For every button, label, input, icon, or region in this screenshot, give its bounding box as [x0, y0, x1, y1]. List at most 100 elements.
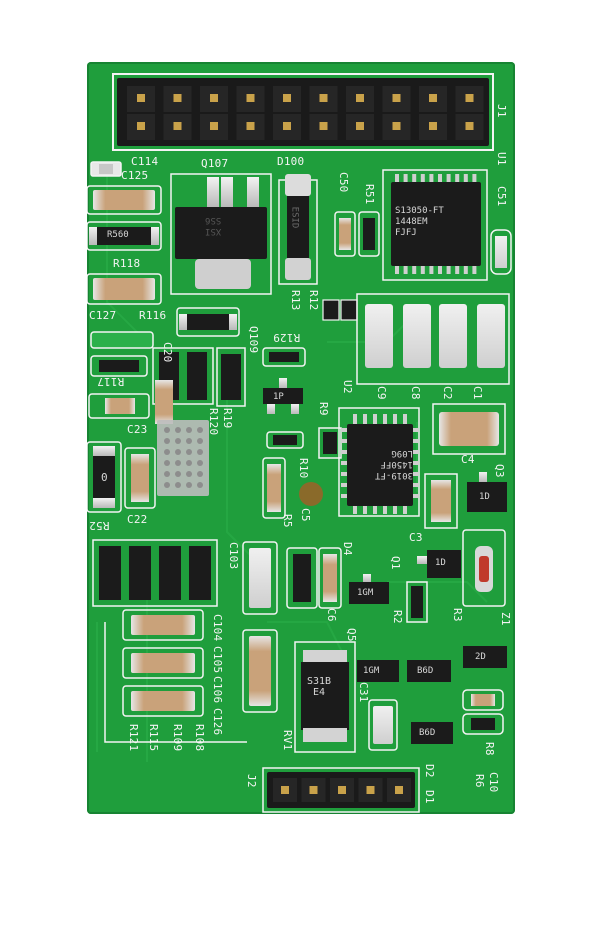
j1-pin — [356, 94, 364, 102]
test-pad-dot — [164, 449, 170, 455]
label-c1: C1 — [471, 386, 484, 400]
label-r8: R8 — [483, 742, 496, 756]
test-pad-dot — [186, 482, 192, 488]
u1-leg — [463, 264, 468, 274]
j1-pin — [392, 94, 401, 102]
u1-leg — [455, 174, 460, 184]
label-q3: Q3 — [493, 464, 506, 478]
test-pad-dot — [175, 449, 181, 455]
caps-c9-c1 — [356, 293, 510, 385]
j1-pin — [319, 122, 328, 130]
label-r117: R117 — [97, 375, 125, 388]
j1-pin — [356, 122, 364, 130]
test-pad-dot — [164, 438, 170, 444]
u2-leg — [411, 483, 419, 487]
j1-pin — [246, 122, 255, 130]
label-q5: Q5 — [345, 628, 358, 642]
j1-pin — [210, 122, 218, 130]
label-r3: R3 — [451, 608, 464, 622]
label-c105: C105 — [211, 646, 224, 674]
test-pad-dot — [175, 427, 181, 433]
j1-pin — [465, 122, 474, 130]
label-c103: C103 — [227, 542, 240, 570]
test-pad-dot — [197, 427, 203, 433]
u1-leg — [472, 264, 477, 274]
label-d2: D2 — [423, 764, 436, 778]
j1-pin — [283, 122, 291, 130]
u1-leg — [395, 174, 399, 184]
test-pad-dot — [186, 438, 192, 444]
q5b-marking: 1GM — [363, 666, 380, 676]
label-c20: C20 — [161, 342, 174, 363]
label-r129: R129 — [273, 331, 301, 344]
label-c31: C31 — [357, 682, 370, 703]
u1-leg — [420, 264, 425, 274]
j1-pin — [392, 122, 401, 130]
u1-leg — [455, 264, 460, 274]
j2-pin — [338, 786, 346, 794]
u2-leg — [353, 506, 357, 514]
j1-pin — [210, 94, 218, 102]
label-c50: C50 — [337, 172, 350, 193]
label-q109: Q109 — [247, 326, 260, 354]
q109-marking: 1P — [273, 392, 284, 402]
label-u1: U1 — [495, 152, 508, 166]
j2-pin — [281, 786, 289, 794]
u1-marking: S13050-FT 1448EM FJFJ — [395, 206, 444, 238]
test-pad-dot — [186, 460, 192, 466]
label-c10: C10 — [487, 772, 500, 793]
j1-pin — [246, 94, 255, 102]
label-c9: C9 — [375, 386, 388, 400]
caps-c104-c126 — [122, 609, 204, 717]
label-c126: C126 — [211, 708, 224, 736]
u2-leg — [341, 450, 349, 454]
u2-leg — [411, 450, 419, 454]
u1-leg — [420, 174, 425, 184]
u1-leg — [438, 264, 442, 274]
label-c114: C114 — [131, 155, 159, 168]
j1-pin — [173, 122, 182, 130]
u2-leg — [411, 461, 419, 465]
d100-diode — [278, 174, 318, 285]
q1-marking: 1D — [435, 558, 446, 568]
test-pad-dot — [164, 471, 170, 477]
u2-leg — [353, 414, 357, 424]
u1-leg — [472, 174, 477, 184]
test-pad-dot — [164, 482, 170, 488]
label-c2: C2 — [441, 386, 454, 400]
label-r115: R115 — [147, 724, 160, 752]
label-c6: C6 — [325, 608, 338, 622]
label-r2: R2 — [391, 610, 404, 624]
u2-leg — [363, 414, 367, 424]
test-pad-dot — [186, 449, 192, 455]
label-c104: C104 — [211, 614, 224, 642]
label-c127: C127 — [89, 309, 117, 322]
u2-marking: 3019-FT 1450FF L09G — [375, 448, 413, 480]
j1-pin — [137, 94, 145, 102]
u1-leg — [446, 174, 451, 184]
j2-pin — [395, 786, 403, 794]
q107-transistor — [170, 173, 272, 295]
u1-leg — [429, 264, 434, 274]
d1-marking: S31B E4 — [307, 676, 332, 698]
label-r118: R118 — [113, 257, 141, 270]
u2-leg — [363, 506, 367, 514]
u2-leg — [341, 428, 349, 432]
r2-marking: B6D — [419, 728, 436, 738]
u2-leg — [341, 472, 349, 476]
d4-marking: B6D — [417, 666, 434, 676]
u1-leg — [403, 174, 408, 184]
j1-pin — [319, 94, 328, 102]
q3-marking: 1D — [479, 492, 490, 502]
label-c3: C3 — [409, 531, 423, 544]
j1-pin — [429, 122, 437, 130]
u1-chip — [382, 169, 488, 281]
u1-leg — [403, 264, 408, 274]
j1-pin — [429, 94, 437, 102]
test-pad-dot — [164, 427, 170, 433]
label-rv1: RV1 — [281, 730, 294, 751]
label-r116: R116 — [139, 309, 167, 322]
test-pad-dot — [197, 482, 203, 488]
label-q1: Q1 — [389, 556, 402, 570]
u1-leg — [446, 264, 451, 274]
